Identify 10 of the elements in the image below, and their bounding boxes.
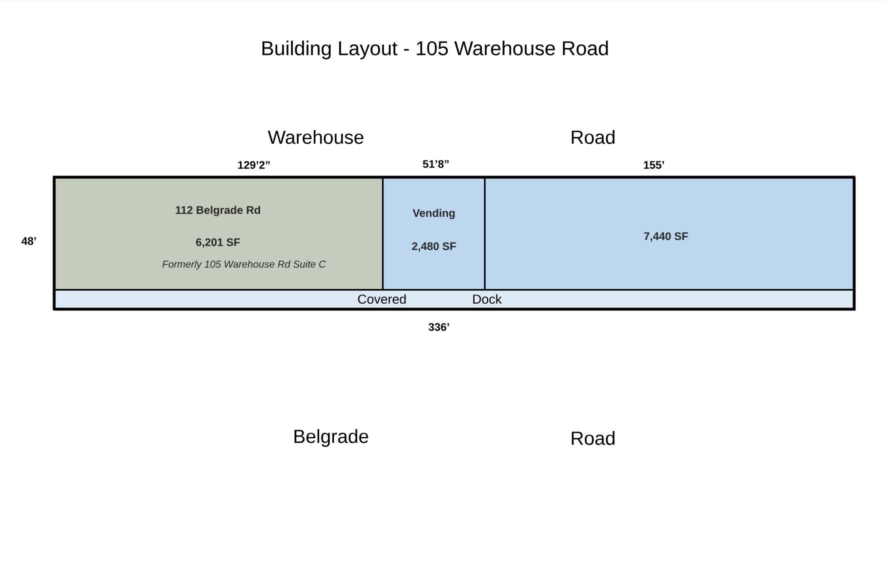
street-label: Belgrade <box>294 429 368 447</box>
unit-area: 112 Belgrade Rd 6,201 SF Formerly 105 Warehouse Rd Suite C <box>54 177 384 291</box>
dock-area: Covered Dock <box>54 289 856 311</box>
street-label: Road <box>572 130 614 144</box>
title: Building Layout - 105 Warehouse Road <box>262 40 608 60</box>
dimension-label: 48’ <box>22 237 36 245</box>
dimension-label: 336’ <box>428 323 449 331</box>
unit-area: Vending 2,480 SF <box>382 177 486 291</box>
street-label: Road <box>572 431 614 445</box>
street-label: Warehouse <box>268 130 364 144</box>
